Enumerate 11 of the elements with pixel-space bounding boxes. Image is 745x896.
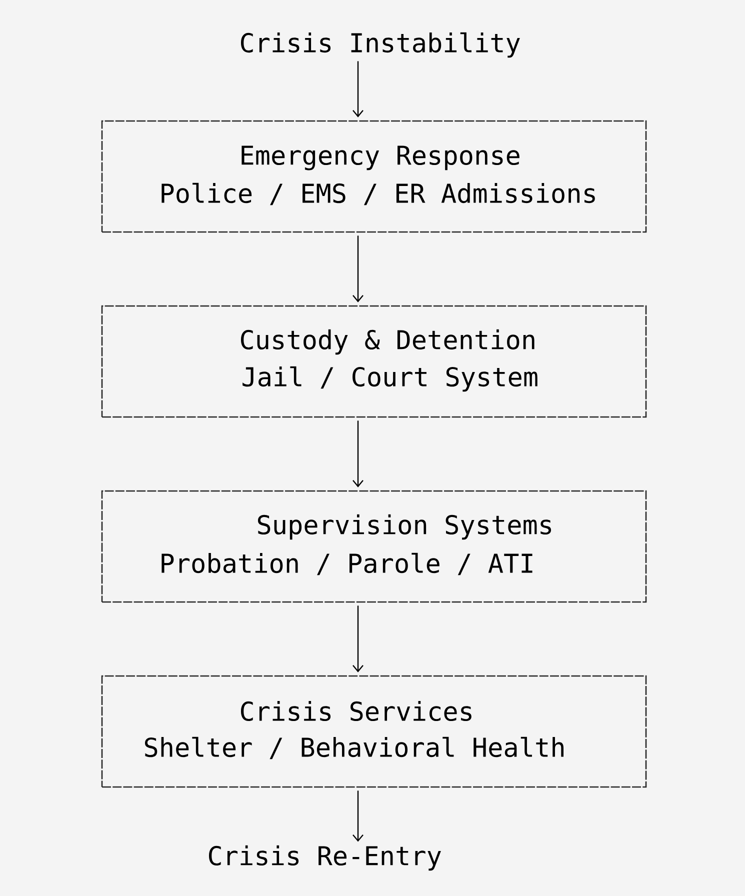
- arrow: [352, 790, 364, 842]
- process-box: Custody & Detention Jail / Court System: [101, 305, 647, 418]
- process-box: Crisis Services Shelter / Behavioral Health: [101, 675, 647, 788]
- process-box: Emergency Response Police / EMS / ER Admissions: [101, 120, 647, 233]
- arrow: [352, 236, 364, 302]
- stage-label: Crisis Instability: [240, 32, 520, 58]
- stage-label: Crisis Re-Entry: [208, 845, 441, 871]
- arrow: [352, 61, 364, 118]
- process-box: Supervision Systems Probation / Parole / ATI: [101, 490, 647, 603]
- arrow: [352, 606, 364, 672]
- arrow: [352, 420, 364, 488]
